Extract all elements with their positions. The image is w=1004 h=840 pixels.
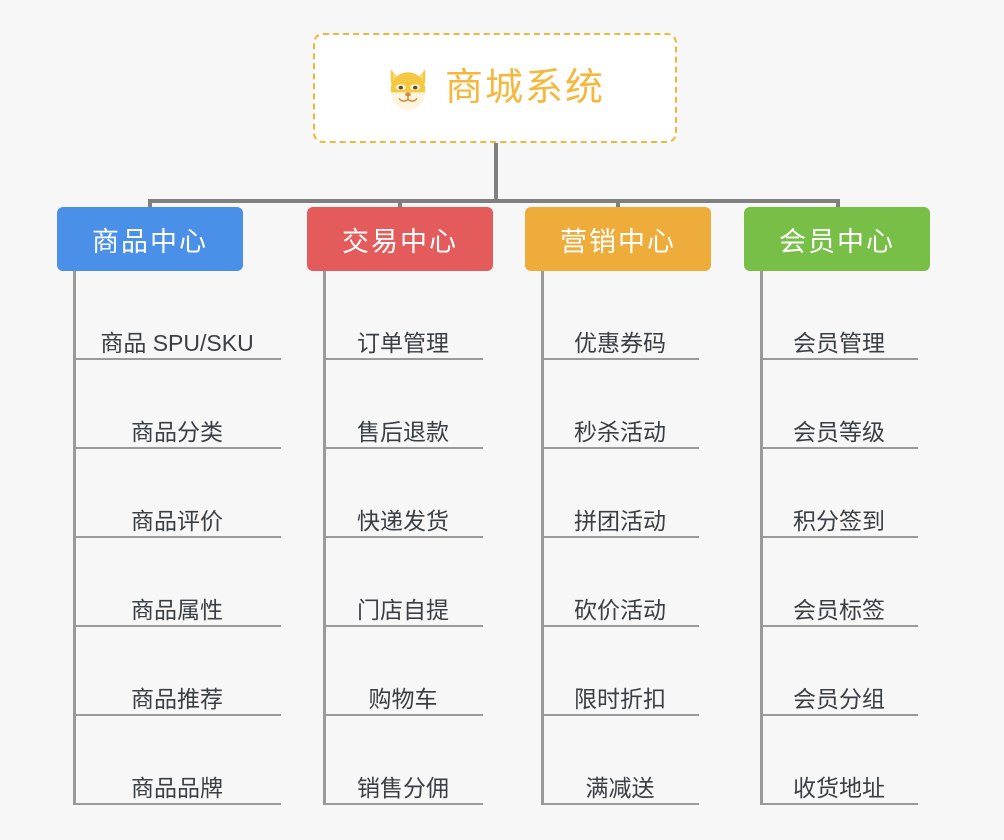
leaf-item[interactable]: 限时折扣 [541, 627, 699, 716]
leaf-item-underline [760, 447, 918, 449]
leaf-item-label: 限时折扣 [574, 686, 666, 712]
column-spine [323, 271, 326, 805]
column-spine [73, 271, 76, 805]
leaf-item[interactable]: 会员管理 [760, 271, 918, 360]
column-spine [541, 271, 544, 805]
leaf-item[interactable]: 会员标签 [760, 538, 918, 627]
leaf-item[interactable]: 优惠券码 [541, 271, 699, 360]
column-spine [760, 271, 763, 805]
category-box-marketing-center[interactable]: 营销中心 [525, 207, 711, 271]
leaf-item[interactable]: 购物车 [323, 627, 483, 716]
leaf-item[interactable]: 商品属性 [73, 538, 281, 627]
leaf-item-label: 积分签到 [793, 508, 885, 534]
leaf-item-underline [760, 714, 918, 716]
leaf-item-label: 销售分佣 [357, 775, 449, 801]
leaf-item-label: 购物车 [368, 686, 438, 712]
leaf-item[interactable]: 拼团活动 [541, 449, 699, 538]
leaf-item-label: 售后退款 [357, 419, 449, 445]
leaf-item[interactable]: 收货地址 [760, 716, 918, 805]
leaf-item-underline [323, 536, 483, 538]
leaf-item-underline [323, 625, 483, 627]
leaf-item-label: 优惠券码 [574, 330, 666, 356]
leaf-item-label: 订单管理 [357, 330, 449, 356]
leaf-item[interactable]: 订单管理 [323, 271, 483, 360]
root-node-商城系统[interactable]: 商城系统 [313, 33, 677, 143]
leaf-item-underline [541, 536, 699, 538]
leaf-item-label: 秒杀活动 [574, 419, 666, 445]
category-label: 商品中心 [92, 226, 208, 257]
leaf-item-label: 商品属性 [131, 597, 223, 623]
leaf-column-trade-center: 订单管理售后退款快递发货门店自提购物车销售分佣 [323, 271, 483, 805]
category-label: 会员中心 [779, 226, 895, 257]
leaf-item-label: 商品 SPU/SKU [100, 330, 254, 356]
leaf-item[interactable]: 商品评价 [73, 449, 281, 538]
leaf-item-label: 商品评价 [131, 508, 223, 534]
leaf-item[interactable]: 商品推荐 [73, 627, 281, 716]
leaf-item-underline [541, 447, 699, 449]
leaf-item-underline [73, 358, 281, 360]
leaf-item[interactable]: 会员等级 [760, 360, 918, 449]
leaf-item-label: 收货地址 [793, 775, 885, 801]
leaf-item[interactable]: 门店自提 [323, 538, 483, 627]
leaf-item-underline [73, 625, 281, 627]
leaf-item-label: 拼团活动 [574, 508, 666, 534]
leaf-item-label: 会员管理 [793, 330, 885, 356]
leaf-item-label: 会员等级 [793, 419, 885, 445]
leaf-column-marketing-center: 优惠券码秒杀活动拼团活动砍价活动限时折扣满减送 [541, 271, 699, 805]
category-label: 交易中心 [342, 226, 458, 257]
leaf-item-underline [541, 625, 699, 627]
leaf-item[interactable]: 砍价活动 [541, 538, 699, 627]
leaf-item-underline [73, 447, 281, 449]
leaf-item[interactable]: 商品品牌 [73, 716, 281, 805]
leaf-item[interactable]: 销售分佣 [323, 716, 483, 805]
category-label: 营销中心 [560, 226, 676, 257]
leaf-item-underline [73, 803, 281, 805]
leaf-item-underline [760, 536, 918, 538]
leaf-item-underline [541, 358, 699, 360]
leaf-item-underline [73, 714, 281, 716]
leaf-column-member-center: 会员管理会员等级积分签到会员标签会员分组收货地址 [760, 271, 918, 805]
leaf-item[interactable]: 满减送 [541, 716, 699, 805]
leaf-item-underline [323, 803, 483, 805]
leaf-item[interactable]: 积分签到 [760, 449, 918, 538]
connector-root-vertical [494, 143, 498, 203]
shiba-dog-face-icon [385, 65, 431, 111]
leaf-column-product-center: 商品 SPU/SKU 商品分类商品评价商品属性商品推荐商品品牌 [73, 271, 281, 805]
leaf-item[interactable]: 商品分类 [73, 360, 281, 449]
leaf-item-underline [323, 447, 483, 449]
leaf-item-label: 商品分类 [131, 419, 223, 445]
root-node-title: 商城系统 [444, 67, 605, 109]
leaf-item-underline [541, 714, 699, 716]
leaf-item-underline [760, 358, 918, 360]
leaf-item[interactable]: 售后退款 [323, 360, 483, 449]
leaf-item-label: 门店自提 [357, 597, 449, 623]
leaf-item-underline [541, 803, 699, 805]
leaf-item[interactable]: 会员分组 [760, 627, 918, 716]
leaf-item-underline [760, 803, 918, 805]
leaf-item[interactable]: 快递发货 [323, 449, 483, 538]
category-box-product-center[interactable]: 商品中心 [57, 207, 243, 271]
leaf-item-label: 会员标签 [793, 597, 885, 623]
leaf-item-underline [323, 714, 483, 716]
leaf-item-label: 商品推荐 [131, 686, 223, 712]
connector-horizontal-bus [150, 199, 840, 203]
leaf-item-label: 会员分组 [793, 686, 885, 712]
leaf-item-label: 快递发货 [357, 508, 449, 534]
leaf-item[interactable]: 秒杀活动 [541, 360, 699, 449]
leaf-item-label: 满减送 [585, 775, 655, 801]
leaf-item[interactable]: 商品 SPU/SKU [73, 271, 281, 360]
leaf-item-label: 砍价活动 [574, 597, 666, 623]
leaf-item-label: 商品品牌 [131, 775, 223, 801]
leaf-item-underline [760, 625, 918, 627]
category-box-member-center[interactable]: 会员中心 [744, 207, 930, 271]
leaf-item-underline [73, 536, 281, 538]
leaf-item-underline [323, 358, 483, 360]
category-box-trade-center[interactable]: 交易中心 [307, 207, 493, 271]
